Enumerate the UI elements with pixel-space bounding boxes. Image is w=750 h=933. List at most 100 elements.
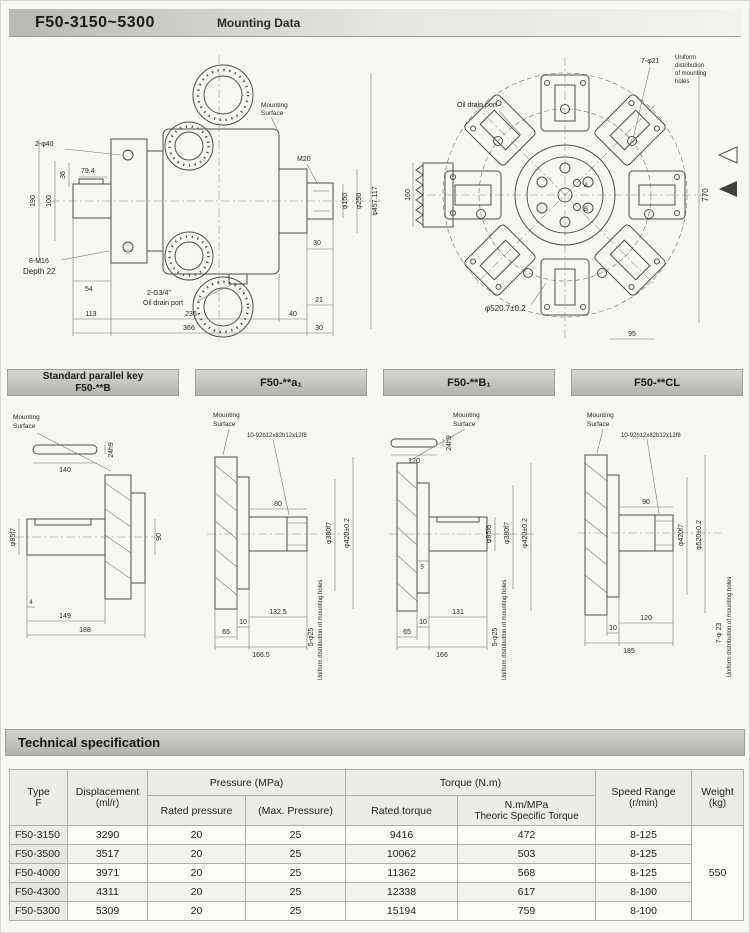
cell-type: F50-4300: [9, 882, 68, 902]
table-row: F50-4300 4311 20 25 12338 617 8-100: [9, 882, 744, 902]
cell-rated-torque: 12338: [345, 882, 459, 902]
tech-spec-bar: Technical specification: [5, 729, 745, 756]
uniform-label-2: distribution: [675, 63, 704, 69]
tap-holes-label: 8-M16: [29, 258, 49, 265]
p4-spline-spec: 10-92b12x82b12x12f8: [621, 433, 681, 439]
cell-max-pressure: 25: [244, 882, 347, 902]
side-view-drawing: 190 100 36 79.4 2-φ40 8-M16 Depth 22 54 …: [23, 55, 381, 343]
table-row: F50-3500 3517 20 25 10062 503 8-125: [9, 844, 744, 864]
cell-specific-torque: 759: [457, 901, 597, 921]
panel4-labels: Mounting Surface 10-92b12x82b12x12f8 90 …: [587, 412, 733, 677]
p1-dim-90: 90: [156, 533, 163, 541]
header-weight-line2: (kg): [708, 798, 727, 809]
panel4-hatch: [584, 462, 673, 594]
p3-dim-65: 65: [403, 629, 411, 636]
flow-arrow-solid: [719, 181, 737, 197]
header-band: F50-3150~5300 Mounting Data: [9, 9, 741, 37]
p3-dia-85: φ85f6: [486, 525, 493, 543]
section-tab-label: F50-**B₁: [447, 376, 491, 389]
p3-dim-5: 5: [420, 565, 424, 571]
uniform-label-3: of mounting: [675, 71, 706, 77]
mounting-holes: [476, 104, 654, 278]
panel1-hatch: [104, 482, 132, 580]
panel1-geometry: [26, 444, 146, 600]
panel2-dims: [214, 428, 354, 650]
dim-160-label: 160: [405, 189, 412, 201]
p2-spline-spec: 10-92b12x82b12x12f8: [247, 433, 307, 439]
p2-dim-80: 80: [274, 501, 282, 508]
header-speed-line1: Speed Range: [611, 786, 676, 798]
cell-displacement: 3971: [67, 863, 148, 883]
p3-key-label: 24h9: [446, 435, 453, 451]
dim-40-label: 40: [289, 311, 297, 318]
header-speed-line2: (r/min): [629, 798, 658, 809]
outer-extent-circle: [442, 72, 688, 318]
cell-rated-pressure: 20: [147, 882, 246, 902]
dim-100-label: 100: [46, 195, 53, 207]
cell-rated-torque: 9416: [345, 825, 459, 845]
p1-mounting-2: Surface: [13, 423, 36, 430]
section-tab-a1: F50-**a₁: [195, 369, 367, 396]
header-type: Type F: [9, 769, 68, 826]
panel3-geometry: [390, 438, 488, 612]
uniform-label-4: holes: [675, 79, 689, 85]
cell-rated-pressure: 20: [147, 901, 246, 921]
bolt-holes-label: 2-φ40: [35, 141, 54, 148]
section-tab-cl: F50-**CL: [571, 369, 743, 396]
p1-dim-149: 149: [59, 613, 71, 620]
dim-770-label: 770: [701, 188, 710, 202]
section-tab-label: F50-**a₁: [260, 376, 302, 389]
dim-30-shaft-label: 30: [313, 240, 321, 247]
bolt-circle: [478, 108, 652, 282]
spec-table-head: Type F Displacement (ml/r) Pressure (MPa…: [9, 769, 745, 826]
dia-150-label: φ150: [342, 193, 349, 209]
header-specific-line2: Theoric Specific Torque: [474, 811, 579, 822]
shaft-b-drawing: Mounting Surface 140 24h9 φ85f7 90 4 149…: [10, 414, 163, 638]
drain-thread-label: 2-G3/4": [147, 290, 171, 297]
side-view-labels: 190 100 36 79.4 2-φ40 8-M16 Depth 22 54 …: [23, 102, 379, 332]
p3-dim-166: 166: [436, 652, 448, 659]
shaft-b1-drawing: Mounting Surface 120 24h9 φ85f6 φ380f7 φ…: [389, 412, 535, 681]
p3-uniform: Uniform distribution of mounting holes: [502, 580, 508, 681]
p4-dim-10: 10: [609, 625, 617, 632]
p1-dim-4: 4: [29, 600, 33, 606]
dim-21-label: 21: [315, 297, 323, 304]
p3-dim-131: 131: [452, 609, 464, 616]
page-title: F50-3150~5300: [35, 13, 155, 31]
cell-max-pressure: 25: [244, 863, 347, 883]
cell-speed: 8-125: [595, 844, 693, 864]
p2-dim-166: 166.5: [252, 652, 270, 659]
cell-displacement: 5309: [67, 901, 148, 921]
header-torque-group: Torque (N.m): [345, 769, 597, 796]
p1-dia-85: φ85f7: [10, 528, 17, 546]
p4-dim-90: 90: [642, 499, 650, 506]
panel2-labels: Mounting Surface 10-92b12x82b12x12f8 80 …: [213, 412, 351, 680]
panel1-dims: [18, 432, 156, 638]
cell-displacement: 3517: [67, 844, 148, 864]
tap-depth-label: Depth 22: [23, 267, 56, 276]
mounting-surface-label-1: Mounting: [261, 102, 288, 109]
dim-236-label: 236: [185, 311, 197, 318]
dim-30-right-label: 30: [315, 325, 323, 332]
header-pressure-group: Pressure (MPa): [146, 769, 347, 796]
cell-displacement: 3290: [67, 825, 148, 845]
panel3-dims: [391, 428, 532, 650]
table-row: F50-4000 3971 20 25 11362 568 8-125: [9, 863, 744, 883]
p4-mount-holes: 7-φ 23: [716, 623, 723, 644]
p2-uniform: Uniform distribution of mounting holes: [318, 580, 324, 681]
dim-95-label: 95: [628, 331, 636, 338]
dim-190-label: 190: [30, 195, 37, 207]
front-view-drawing: 7-φ21 Uniform distribution of mounting h…: [405, 55, 738, 341]
cylinder-covers: [164, 64, 254, 338]
port-block: [415, 162, 454, 228]
cell-rated-torque: 15194: [345, 901, 459, 921]
p2-dia-420: φ420±0.2: [344, 518, 351, 548]
section-tab-b1: F50-**B₁: [383, 369, 555, 396]
p4-uniform: Uniform distribution of mounting holes: [727, 577, 733, 678]
cell-type: F50-4000: [9, 863, 68, 883]
thread-bore: [313, 190, 329, 212]
front-dimension-lines: [412, 66, 700, 340]
p4-mounting-1: Mounting: [587, 412, 614, 419]
p2-dia-380: φ380f7: [326, 522, 333, 544]
port-b-label: B: [584, 207, 588, 213]
